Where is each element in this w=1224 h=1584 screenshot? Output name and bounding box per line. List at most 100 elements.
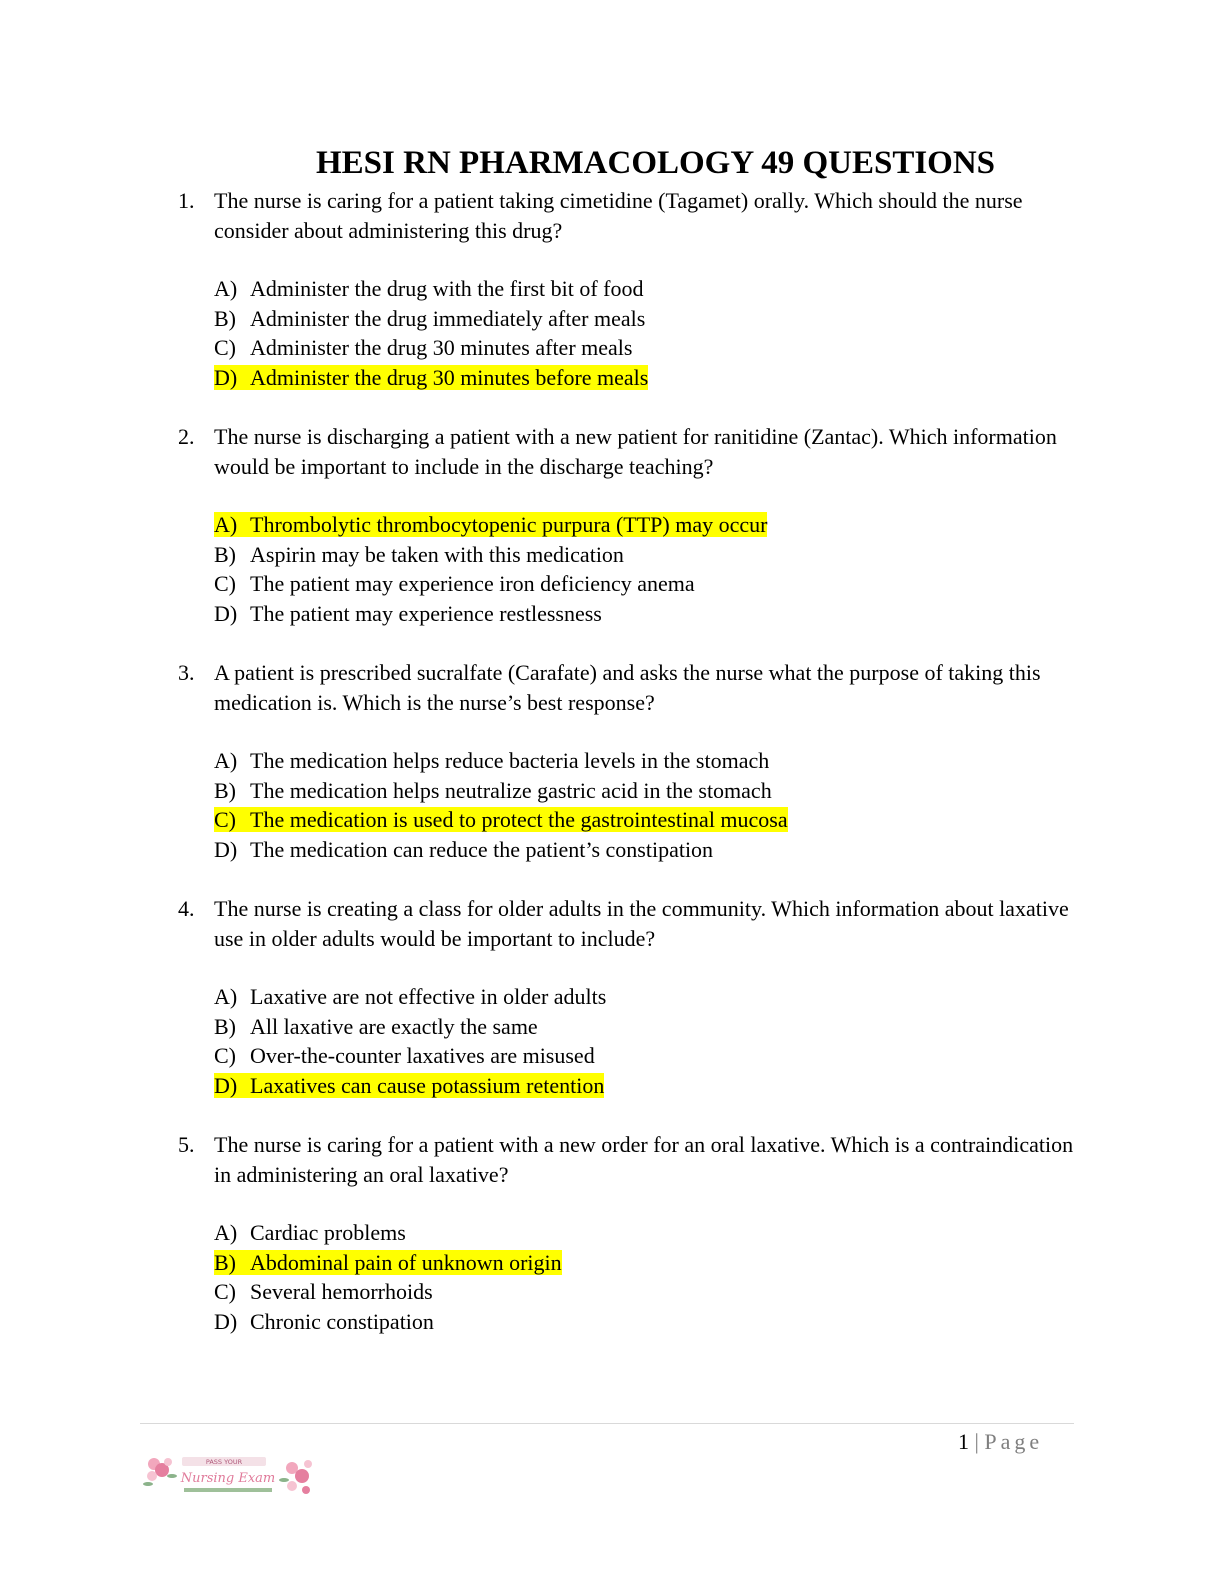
answer-text: Laxatives can cause potassium retention	[250, 1072, 605, 1098]
question-number: 2.	[178, 424, 195, 449]
answer-letter: D)	[214, 364, 238, 390]
answer-text: The medication is used to protect the ga…	[250, 807, 788, 832]
question-item: 1. The nurse is caring for a patient taki…	[0, 186, 1224, 392]
page-label: Page	[984, 1429, 1044, 1454]
question-item: 5. The nurse is caring for a patient with…	[0, 1130, 1224, 1336]
answer-option: C) Over-the-counter laxatives are misused	[214, 1041, 1224, 1071]
answer-letter: B)	[214, 777, 236, 803]
answer-text: Over-the-counter laxatives are misused	[250, 1043, 595, 1068]
answer-option-body: C) Over-the-counter laxatives are misused	[214, 1043, 595, 1068]
answer-letter: B)	[214, 305, 236, 331]
answer-option-body: D) Administer the drug 30 minutes before …	[214, 364, 649, 390]
answer-text: The patient may experience restlessness	[250, 600, 602, 626]
answer-option: C) Administer the drug 30 minutes after m…	[214, 333, 1224, 363]
answer-option: B) Administer the drug immediately after …	[214, 304, 1224, 334]
answer-option: C) Several hemorrhoids	[214, 1277, 1224, 1307]
answer-option-body: B)Abdominal pain of unknown origin	[214, 1249, 562, 1275]
answer-option: A)Cardiac problems	[214, 1218, 1224, 1248]
answer-text: Cardiac problems	[250, 1220, 406, 1245]
answer-option-correct: B)Abdominal pain of unknown origin	[214, 1248, 1224, 1278]
answer-option: D) The patient may experience restlessnes…	[214, 599, 1224, 629]
answer-letter: A)	[214, 276, 238, 301]
logo-text-top: PASS YOUR	[206, 1458, 243, 1466]
question-item: 3.A patient is prescribed sucralfate (Ca…	[0, 658, 1224, 864]
answer-text: The medication helps reduce bacteria lev…	[250, 748, 770, 773]
answer-letter: B)	[214, 541, 236, 567]
answer-option-body: B) All laxative are exactly the same	[214, 1014, 538, 1039]
answer-option: B) All laxative are exactly the same	[214, 1012, 1224, 1042]
nursing-exam-logo: PASS YOUR Nursing Exam	[143, 1457, 312, 1494]
answer-option: C) The patient may experience iron defici…	[214, 569, 1224, 599]
answer-option-body: A) Administer the drug with the first bit…	[214, 276, 644, 301]
flower-right-icon	[279, 1460, 312, 1494]
answer-options: A) Administer the drug with the first bit…	[214, 274, 1224, 392]
answer-option-body: A) Thrombolytic thrombocytopenic purpura …	[214, 512, 768, 537]
answer-option: D)Chronic constipation	[214, 1307, 1224, 1337]
answer-option-body: C) The medication is used to protect the …	[214, 807, 788, 832]
answer-letter: D)	[214, 1072, 238, 1098]
answer-letter: D)	[214, 1308, 238, 1334]
answer-option-correct: D) Laxatives can cause potassium retentio…	[214, 1071, 1224, 1101]
answer-option-body: C) Several hemorrhoids	[214, 1279, 433, 1304]
answer-letter: B)	[214, 1013, 236, 1039]
answer-letter: D)	[214, 600, 238, 626]
answer-option: B) Aspirin may be taken with this medicat…	[214, 540, 1224, 570]
answer-option: A) Laxative are not effective in older ad…	[214, 982, 1224, 1012]
question-text: A patient is prescribed sucralfate (Cara…	[214, 660, 1041, 715]
answer-option-body: A) The medication helps reduce bacteria l…	[214, 748, 769, 773]
answer-letter: C)	[214, 335, 236, 360]
answer-text: All laxative are exactly the same	[250, 1013, 538, 1039]
question-list: 1. The nurse is caring for a patient taki…	[0, 186, 1224, 1366]
answer-text: Several hemorrhoids	[250, 1279, 433, 1304]
answer-option-correct: A) Thrombolytic thrombocytopenic purpura …	[214, 510, 1224, 540]
answer-text: The medication can reduce the patient’s …	[250, 836, 714, 862]
question-number: 5.	[178, 1132, 195, 1157]
answer-option-body: D)Chronic constipation	[214, 1309, 434, 1334]
question-text: The nurse is creating a class for older …	[214, 896, 1069, 951]
answer-option-body: D) The patient may experience restlessnes…	[214, 601, 602, 626]
answer-option-body: A) Laxative are not effective in older ad…	[214, 984, 606, 1009]
answer-letter: A)	[214, 984, 238, 1009]
answer-text: Administer the drug with the first bit o…	[250, 276, 644, 301]
answer-option: A) The medication helps reduce bacteria l…	[214, 746, 1224, 776]
answer-text: Administer the drug 30 minutes before me…	[250, 364, 649, 390]
page-number: 1 | Page	[958, 1428, 1043, 1456]
logo-text-main: Nursing Exam	[180, 1471, 276, 1486]
question-item: 4.The nurse is creating a class for olde…	[0, 894, 1224, 1100]
answer-option-body: C) Administer the drug 30 minutes after m…	[214, 335, 632, 360]
answer-option: D)The medication can reduce the patient’…	[214, 835, 1224, 865]
answer-letter: C)	[214, 1279, 236, 1304]
answer-letter: C)	[214, 1043, 236, 1068]
answer-option-correct: C) The medication is used to protect the …	[214, 805, 1224, 835]
page-number-value: 1	[958, 1429, 969, 1454]
answer-text: The medication helps neutralize gastric …	[250, 777, 772, 803]
answer-option-body: D)The medication can reduce the patient’…	[214, 837, 713, 862]
page-number-separator: |	[974, 1429, 979, 1454]
answer-text: Laxative are not effective in older adul…	[250, 984, 607, 1009]
answer-text: Administer the drug 30 minutes after mea…	[250, 335, 633, 360]
answer-letter: A)	[214, 512, 238, 537]
question-number: 1.	[178, 188, 195, 213]
answer-option-body: B) Aspirin may be taken with this medicat…	[214, 542, 624, 567]
answer-text: The patient may experience iron deficien…	[250, 571, 695, 596]
answer-options: A) The medication helps reduce bacteria l…	[214, 746, 1224, 864]
flower-left-icon	[143, 1458, 177, 1486]
answer-text: Administer the drug immediately after me…	[250, 305, 646, 331]
answer-letter: A)	[214, 748, 238, 773]
answer-option-body: D) Laxatives can cause potassium retentio…	[214, 1072, 605, 1098]
question-item: 2.The nurse is discharging a patient wit…	[0, 422, 1224, 628]
answer-text: Aspirin may be taken with this medicatio…	[250, 541, 624, 567]
question-text: The nurse is caring for a patient taking…	[214, 188, 1023, 243]
document-title: HESI RN PHARMACOLOGY 49 QUESTIONS	[316, 145, 996, 181]
answer-letter: B)	[214, 1249, 236, 1275]
question-text: The nurse is caring for a patient with a…	[214, 1132, 1074, 1187]
answer-option-body: B) The medication helps neutralize gastri…	[214, 778, 772, 803]
answer-option-body: C) The patient may experience iron defici…	[214, 571, 695, 596]
footer-divider	[140, 1423, 1074, 1424]
answer-option-body: B) Administer the drug immediately after …	[214, 306, 645, 331]
answer-letter: C)	[214, 571, 236, 596]
answer-letter: C)	[214, 807, 236, 832]
answer-text: Thrombolytic thrombocytopenic purpura (T…	[250, 512, 768, 537]
answer-option-correct: D) Administer the drug 30 minutes before …	[214, 363, 1224, 393]
answer-options: A) Laxative are not effective in older ad…	[214, 982, 1224, 1100]
